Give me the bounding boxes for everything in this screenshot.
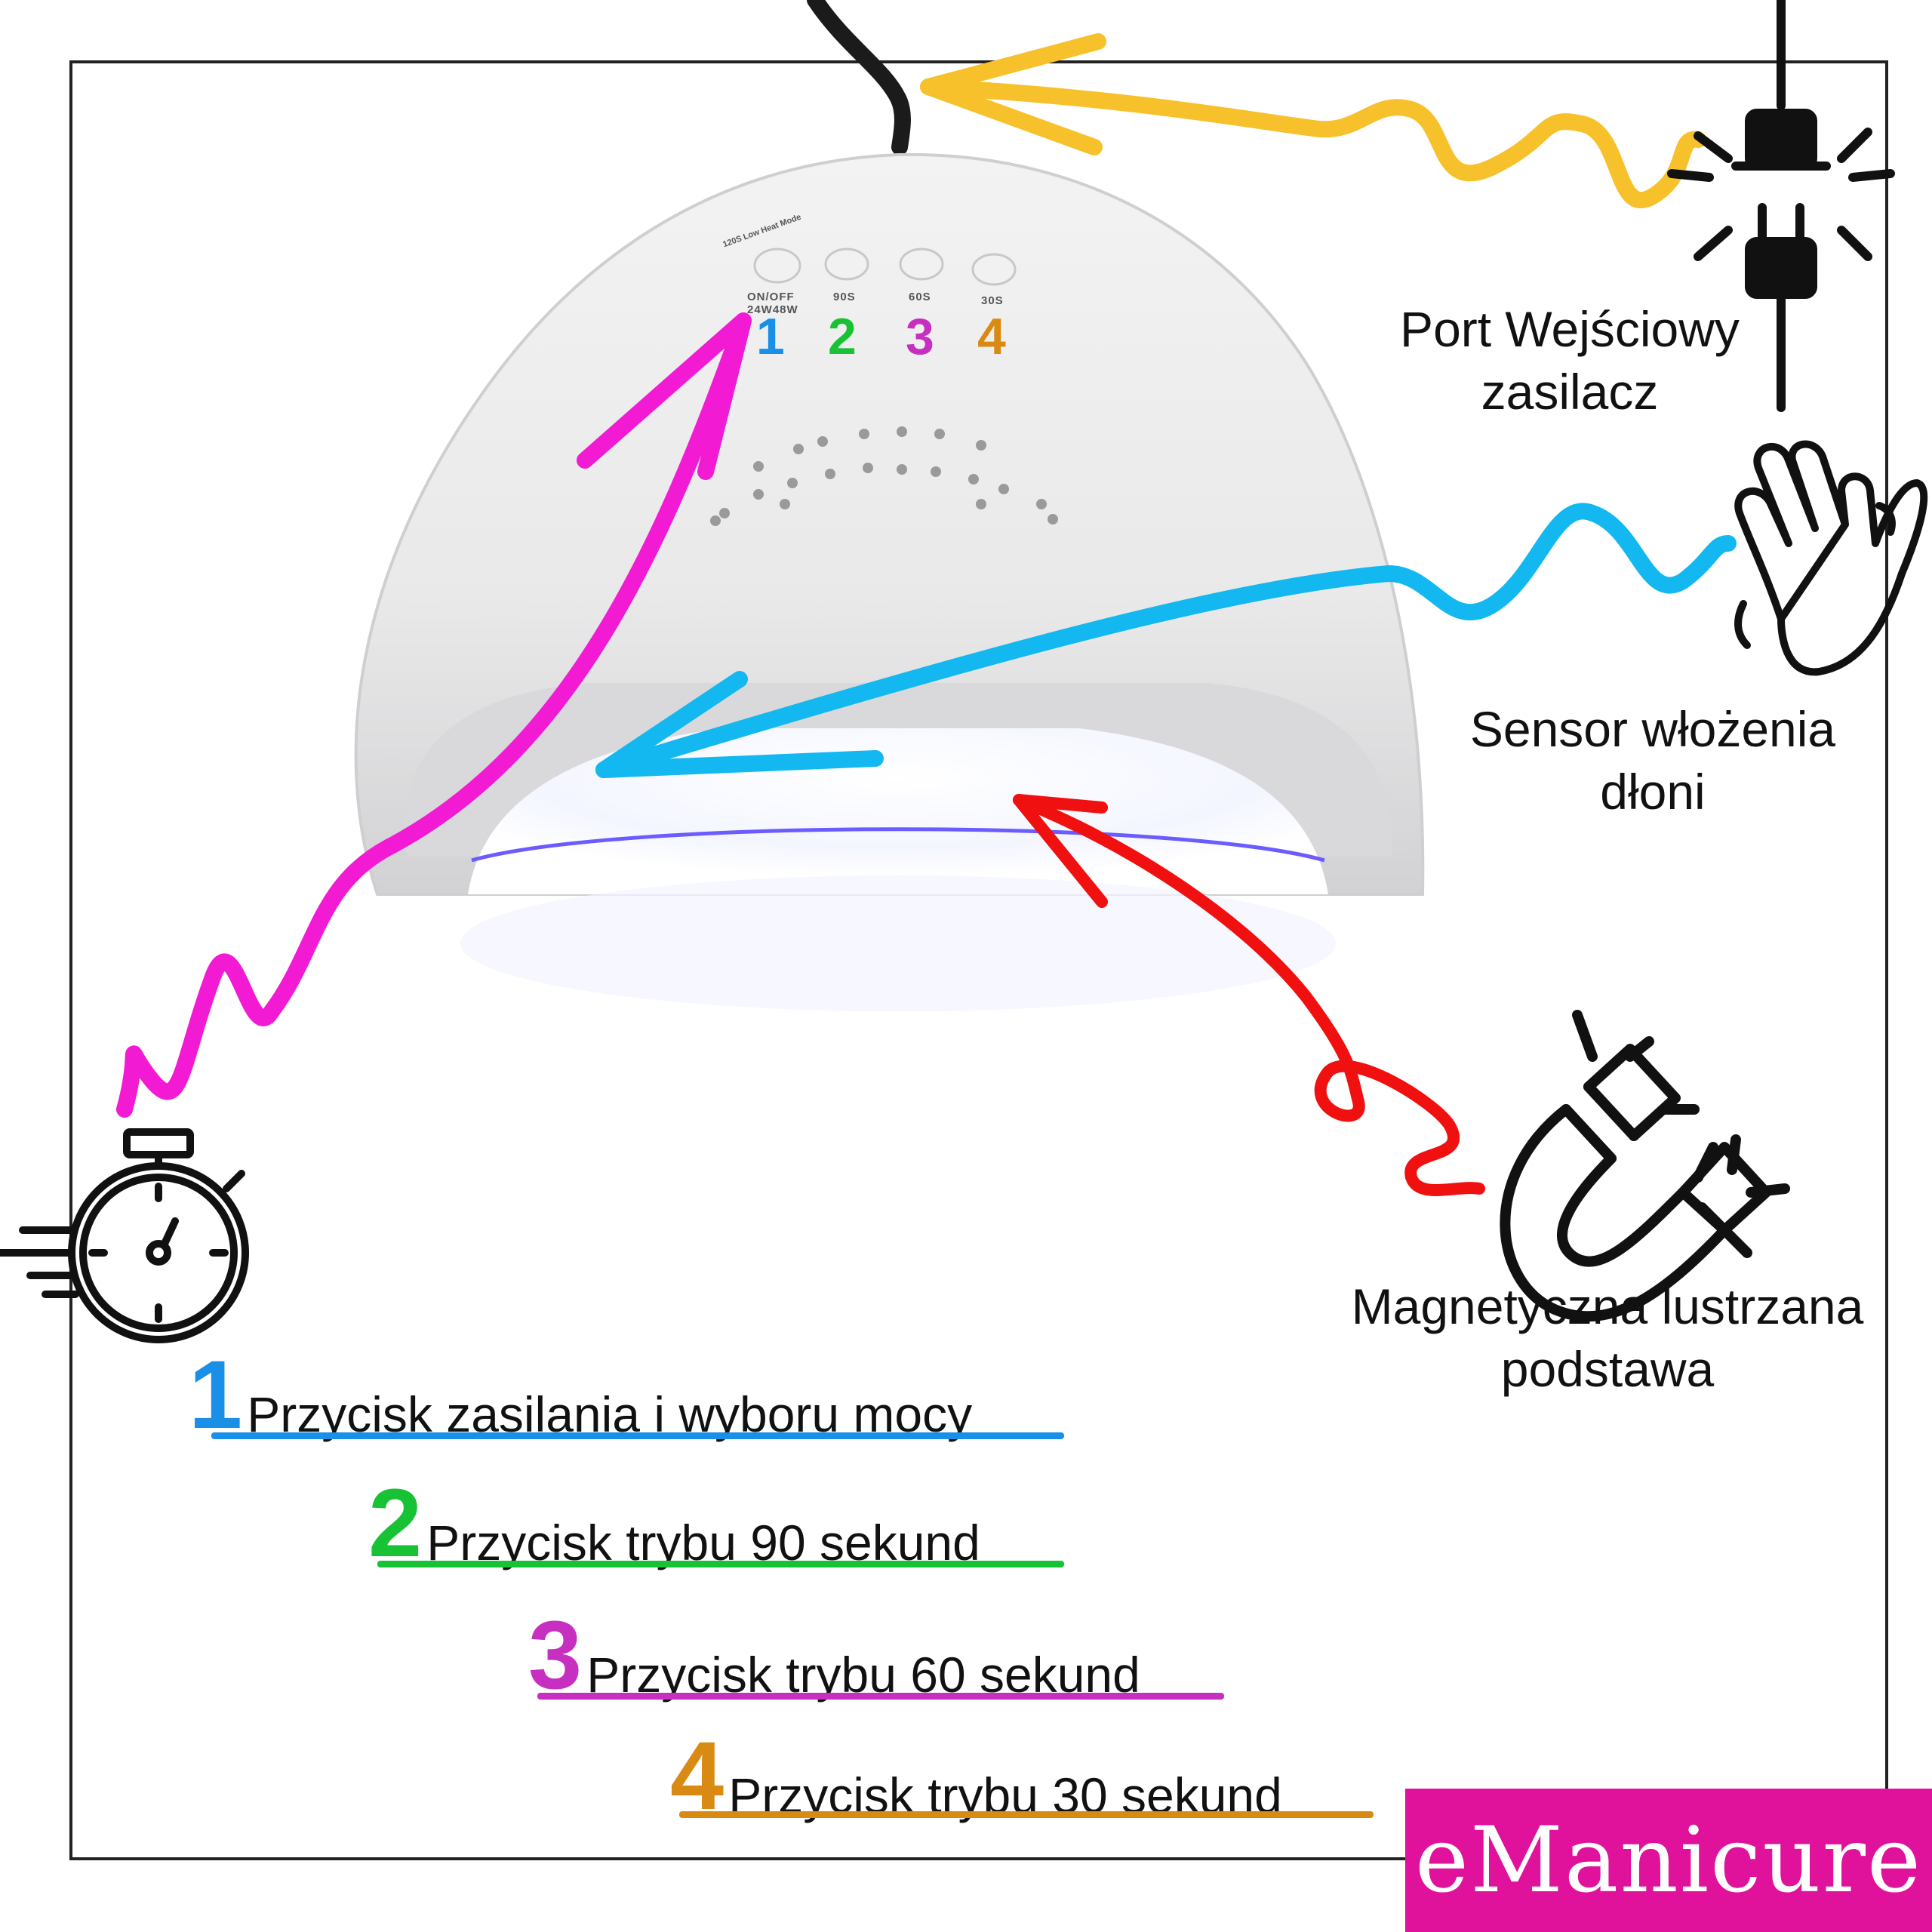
legend-text: Przycisk trybu 90 sekund xyxy=(426,1515,980,1571)
power-port-label: Port Wejściowy zasilacz xyxy=(1358,298,1781,423)
button-4-caption: 30S xyxy=(981,294,1004,307)
power-button-caption: ON/OFF xyxy=(747,291,795,303)
button-2 xyxy=(824,248,869,281)
power-arrow xyxy=(920,33,1706,209)
legend-item-1: 1 Przycisk zasilania i wyboru mocy xyxy=(189,1347,972,1444)
magnet-icon xyxy=(1500,1010,1790,1322)
legend-underline-3 xyxy=(537,1693,1224,1700)
power-port-label-line2: zasilacz xyxy=(1481,363,1659,420)
magnet-label-line1: Magnetyczna lustrzana xyxy=(1351,1278,1864,1334)
magnet-label-line2: podstawa xyxy=(1500,1340,1715,1397)
magnet-label: Magnetyczna lustrzana podstawa xyxy=(1321,1275,1894,1400)
legend-item-4: 4 Przycisk trybu 30 sekund xyxy=(670,1728,1282,1825)
button-4 xyxy=(971,253,1017,286)
button-3-caption: 60S xyxy=(909,291,931,303)
emanicure-logo: eManicure xyxy=(1405,1789,1932,1932)
legend-number: 3 xyxy=(528,1601,583,1709)
panel-number-2: 2 xyxy=(828,308,857,365)
button-1 xyxy=(753,248,801,284)
panel-number-3: 3 xyxy=(906,308,934,365)
legend-item-2: 2 Przycisk trybu 90 sekund xyxy=(368,1475,980,1572)
legend-text: Przycisk zasilania i wyboru mocy xyxy=(247,1386,973,1442)
timer-arrow xyxy=(116,312,752,1118)
legend-text: Przycisk trybu 60 sekund xyxy=(586,1647,1140,1703)
legend-number: 4 xyxy=(670,1722,724,1830)
magnet-arrow xyxy=(1013,794,1485,1196)
legend-underline-2 xyxy=(377,1561,1064,1567)
legend-item-3: 3 Przycisk trybu 60 sekund xyxy=(528,1607,1140,1704)
sensor-label: Sensor włożenia dłoni xyxy=(1426,698,1879,823)
image-frame xyxy=(69,60,1888,1860)
logo-text: eManicure xyxy=(1415,1807,1922,1913)
legend-number: 1 xyxy=(189,1341,243,1449)
legend-underline-1 xyxy=(211,1432,1064,1439)
panel-number-4: 4 xyxy=(977,308,1006,365)
sensor-arrow xyxy=(595,503,1737,778)
waving-hand-icon xyxy=(1734,440,1928,676)
button-3 xyxy=(899,248,944,281)
power-cable xyxy=(807,0,911,155)
button-2-caption: 90S xyxy=(833,291,856,303)
vent-holes xyxy=(710,426,1058,526)
sensor-label-line2: dłoni xyxy=(1600,763,1706,820)
power-port-label-line1: Port Wejściowy xyxy=(1400,301,1740,357)
power-plug-icon xyxy=(1667,0,1895,412)
stopwatch-icon xyxy=(0,1128,249,1343)
power-button-caption-sub: 24W48W xyxy=(747,303,798,316)
panel-number-1: 1 xyxy=(756,308,785,365)
legend-number: 2 xyxy=(368,1469,423,1577)
legend-underline-4 xyxy=(679,1811,1374,1818)
sensor-label-line1: Sensor włożenia xyxy=(1469,701,1836,757)
